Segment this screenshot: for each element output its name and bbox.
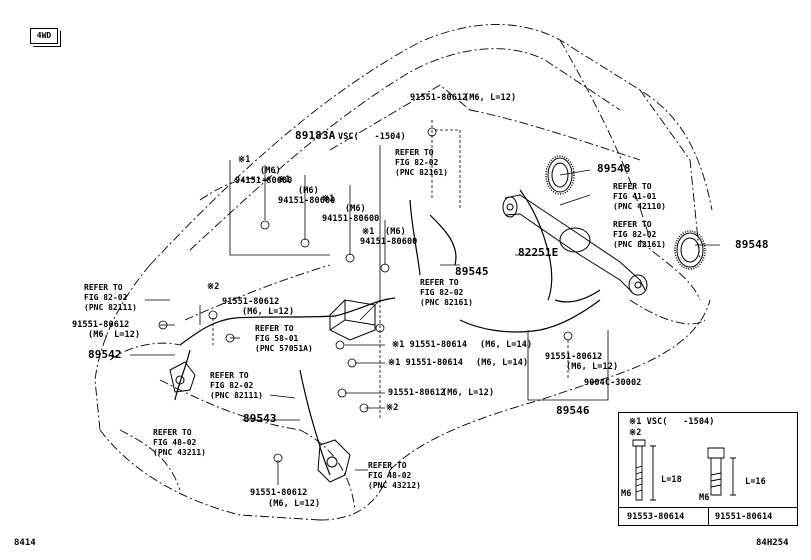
actuator-bracket [329, 299, 376, 341]
callout-bolt-r: 91551-80612 [545, 352, 603, 362]
part-number-89548-right: 89548 [735, 238, 769, 251]
legend-divider [708, 508, 709, 526]
part-number-94151-a: 94151-80600 [235, 176, 293, 186]
part-number-94151-b: 94151-80600 [278, 196, 336, 206]
note-spec-3: (M6) [345, 204, 366, 214]
callout-bolt-c1-spec: (M6, L=14) [480, 340, 533, 350]
part-number-89183a: 89183A [295, 129, 336, 142]
callout-bolt-r-spec: (M6, L=12) [566, 362, 619, 372]
legend-length-left: L=18 [661, 475, 682, 485]
legend-part-right: 91551-80614 [715, 512, 773, 522]
drive-badge: 4WD [30, 28, 61, 47]
part-number-89545: 89545 [455, 265, 489, 278]
part-number-82251e: 82251E [518, 246, 559, 259]
legend-thread-left: M6 [621, 489, 632, 499]
part-number-89546: 89546 [556, 404, 590, 417]
callout-bolt-c2: ※1 91551-80614 [388, 358, 464, 368]
legend-part-left: 91553-80614 [627, 512, 685, 522]
callout-bolt-l2: 91551-80612 [222, 297, 280, 307]
callout-bolt-l2-spec: (M6, L=12) [242, 307, 295, 317]
front-sensor-right [317, 439, 351, 483]
note-mark-x2: ※2 [207, 282, 220, 292]
figure-code-left: 8414 [14, 538, 36, 548]
figure-code-right: 84H254 [756, 538, 789, 548]
legend-note-2: ※2 [629, 428, 642, 438]
leader-lines [130, 145, 720, 485]
note-mark-3: ※1 [322, 194, 335, 204]
front-sensor-left [169, 361, 196, 393]
callout-bolt-top-spec: (M6, L=12) [464, 93, 517, 103]
callout-bolt-c3-spec: (M6, L=12) [442, 388, 495, 398]
rear-axle [502, 194, 648, 296]
note-spec-1: (M6) [260, 166, 281, 176]
legend-thread-right: M6 [699, 493, 710, 503]
callout-bolt-b-spec: (M6, L=12) [268, 499, 321, 509]
dashed-leaders [212, 120, 569, 420]
part-number-9004c: 9004C-30002 [584, 378, 642, 388]
part-number-94151-d: 94151-80600 [360, 237, 418, 247]
tone-ring-rear-left [545, 155, 575, 195]
fastener-legend: ※1 VSC( -1504) ※2 M6 L=18 M6 L=16 91553-… [618, 412, 798, 526]
clamp-markers [158, 127, 573, 463]
legend-footer-row: 91553-80614 91551-80614 [619, 507, 797, 526]
bolt-left-icon [632, 439, 656, 501]
part-number-89548-left: 89548 [597, 162, 631, 175]
note-spec-2: (M6) [298, 186, 319, 196]
note-mark-x2b: ※2 [386, 403, 399, 413]
part-number-89542: 89542 [88, 348, 122, 361]
note-spec-4: (M6) [385, 227, 406, 237]
part-note-89183a: VSC( -1504) [338, 132, 406, 142]
note-mark-2: ※1 [278, 175, 291, 185]
callout-bolt-b: 91551-80612 [250, 488, 308, 498]
callout-bolt-c1: ※1 91551-80614 [392, 340, 468, 350]
part-number-89543: 89543 [243, 412, 277, 425]
callout-bolt-top: 91551-80612 [410, 93, 468, 103]
note-mark-1: ※1 [238, 155, 251, 165]
tone-ring-rear-right [674, 230, 706, 270]
part-number-94151-c: 94151-80600 [322, 214, 380, 224]
legend-length-right: L=16 [745, 477, 766, 487]
legend-bolts [632, 439, 736, 501]
callout-bolt-c3: 91551-80612 [388, 388, 446, 398]
note-mark-4: ※1 [362, 227, 375, 237]
callout-bolt-l1: 91551-80612 [72, 320, 130, 330]
bolt-right-icon [707, 447, 736, 496]
legend-note-1: ※1 VSC( -1504) [629, 417, 715, 427]
callout-bolt-c2-spec: (M6, L=14) [476, 358, 529, 368]
callout-bolt-l1-spec: (M6, L=12) [88, 330, 141, 340]
wire-harness [174, 189, 601, 476]
vehicle-outline [94, 24, 713, 521]
